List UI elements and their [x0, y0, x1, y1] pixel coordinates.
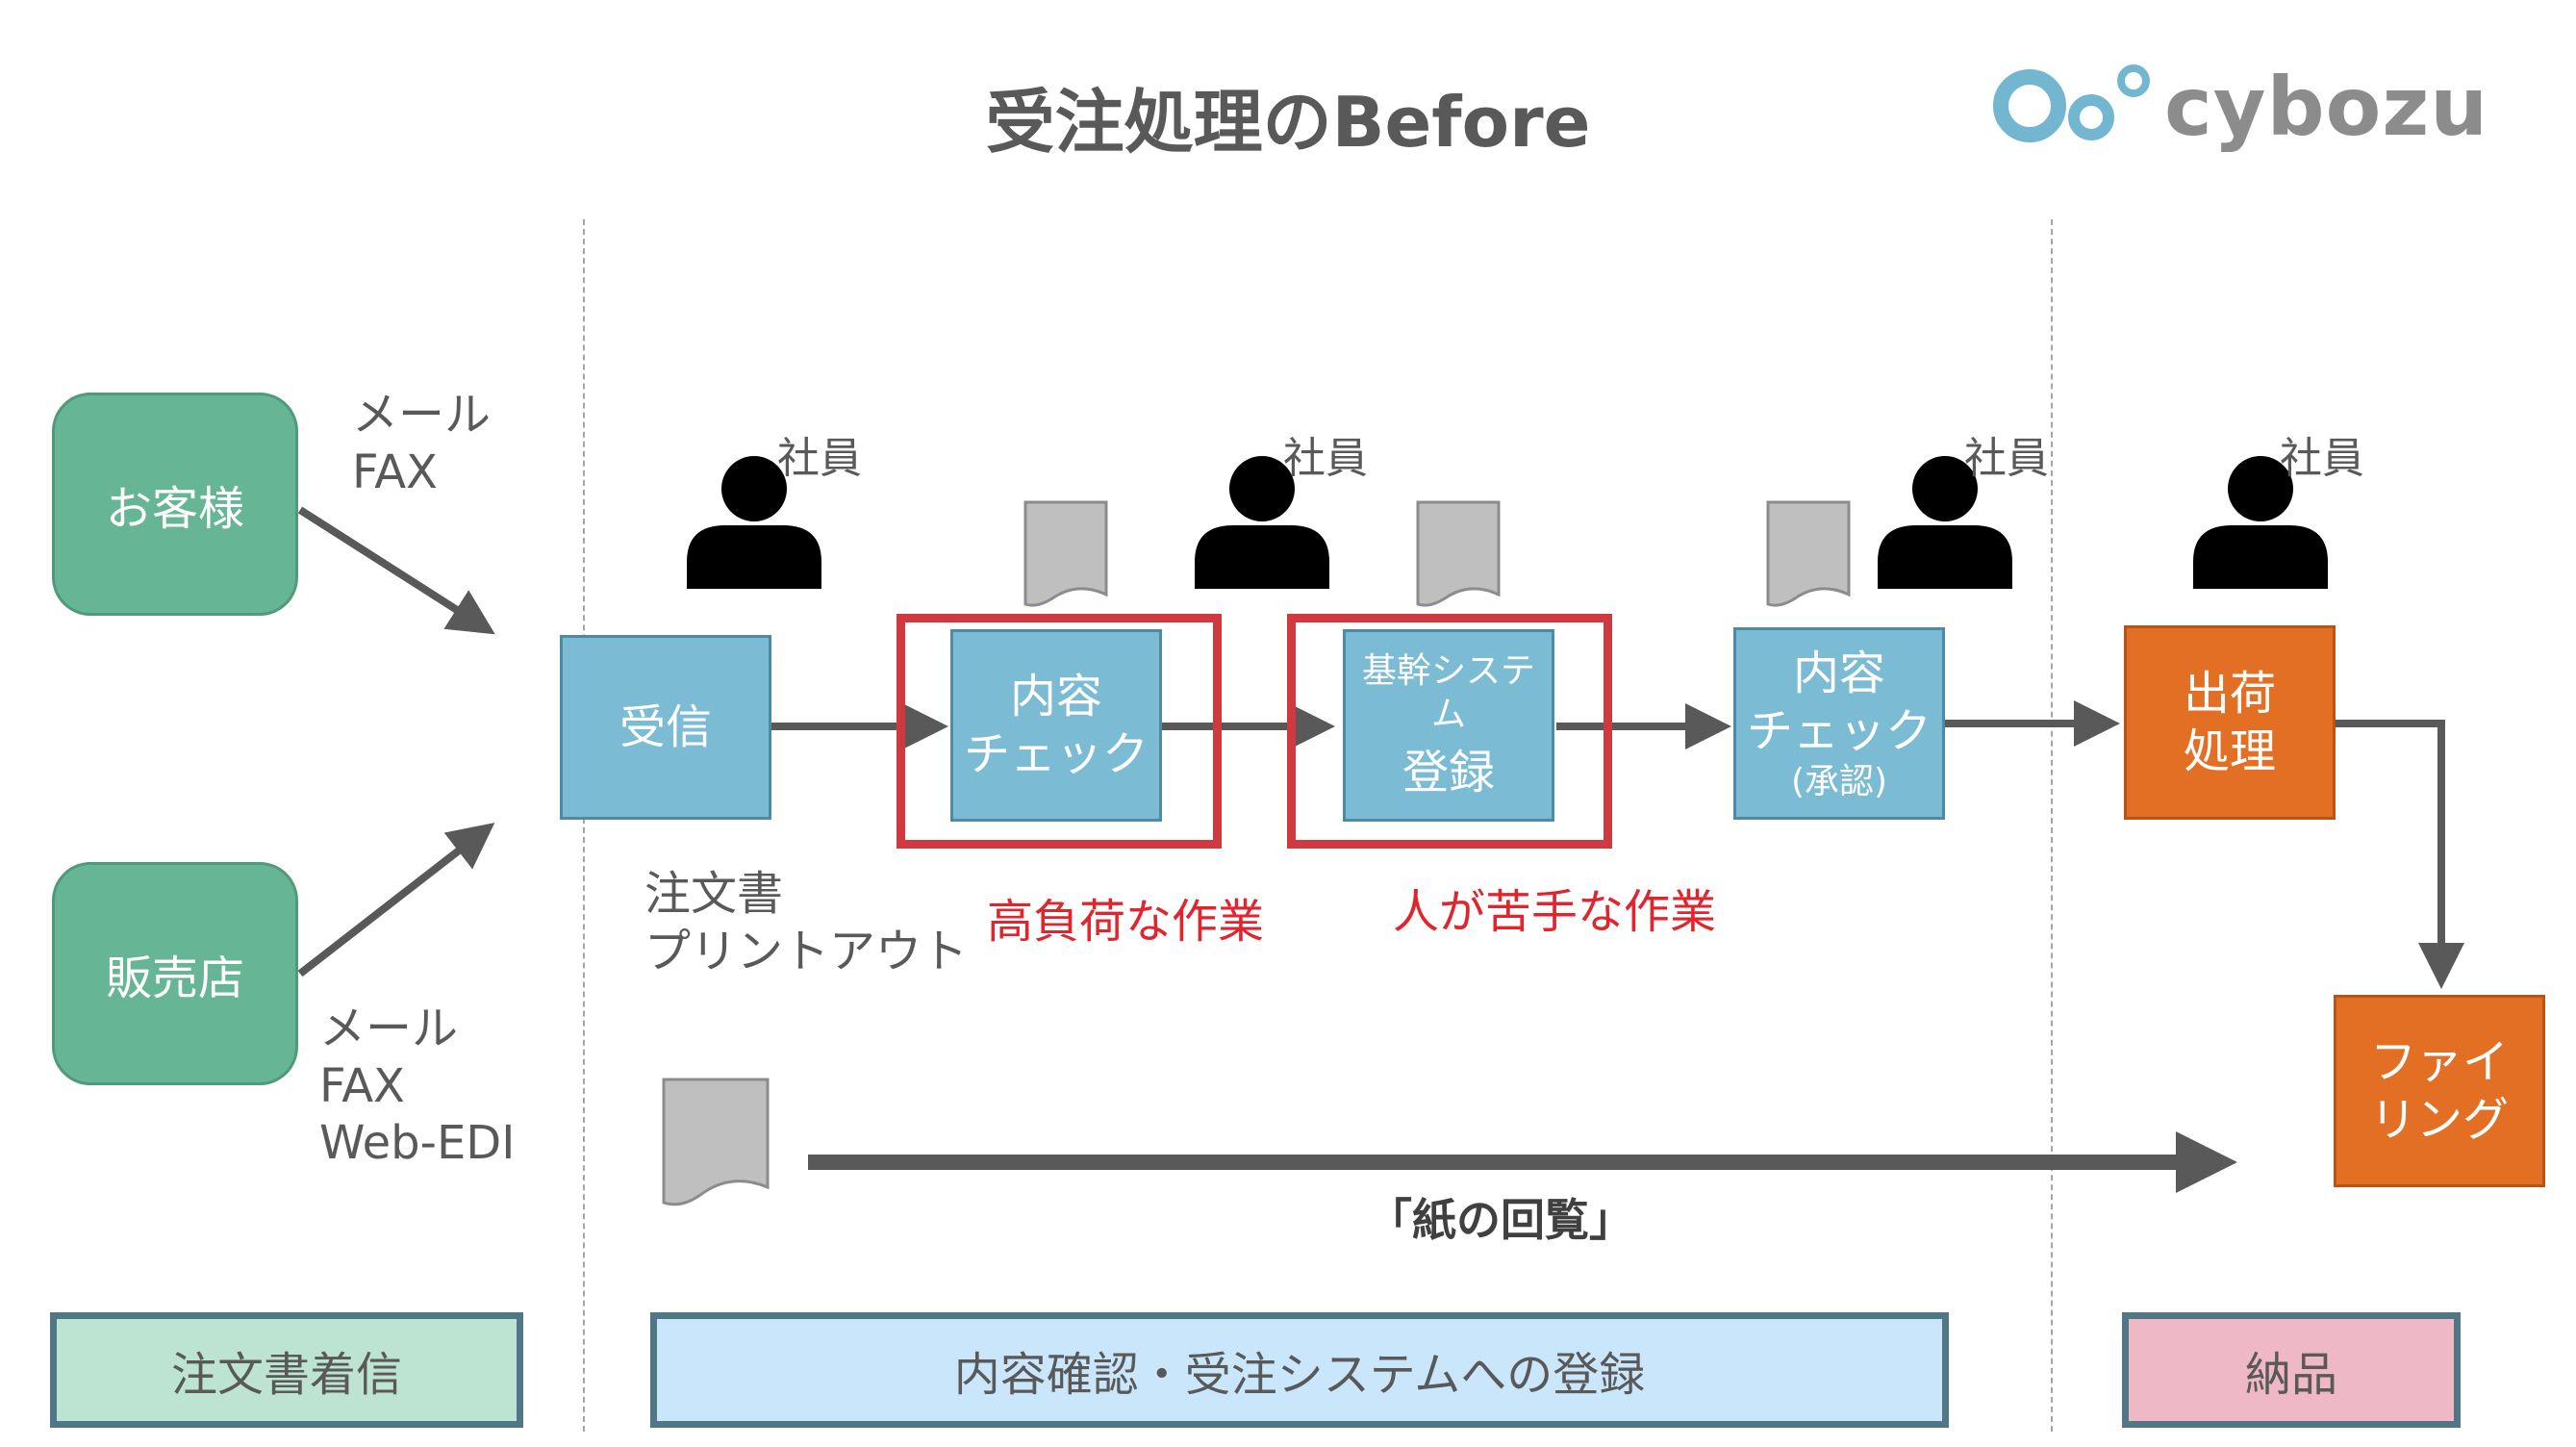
logo-circles-icon: [1993, 64, 2150, 142]
step-core-system-register: 基幹システム 登録: [1343, 629, 1554, 822]
phase-divider-1: [583, 219, 585, 1432]
document-icon: [1416, 500, 1501, 607]
logo-text: cybozu: [2164, 60, 2489, 154]
staff-label-4: 社員: [2280, 434, 2364, 483]
page-title: 受注処理のBefore: [985, 82, 1591, 163]
step-content-check-approval: 内容 チェック (承認): [1733, 627, 1945, 820]
staff-label-3: 社員: [1964, 434, 2049, 483]
cybozu-logo: cybozu: [1991, 60, 2491, 165]
document-icon: [1023, 500, 1108, 607]
person-icon: [2193, 456, 2328, 589]
person-icon: [687, 456, 821, 589]
paper-circulation-label: 「紙の回覧」: [1368, 1194, 1633, 1246]
arrow-ship-to-filing: [2336, 720, 2464, 989]
hard-for-humans-label: 人が苦手な作業: [1393, 885, 1717, 939]
highlight-frame-check1: [897, 614, 1222, 849]
receive-note: 注文書 プリントアウト: [644, 867, 969, 978]
person-icon: [1195, 456, 1329, 589]
high-load-task-label: 高負荷な作業: [987, 895, 1265, 949]
person-icon: [1878, 456, 2012, 589]
register-label: 登録: [1402, 746, 1495, 800]
phase-divider-2: [2051, 219, 2053, 1432]
check2-sublabel: (承認): [1790, 761, 1888, 801]
highlight-frame-register: [1287, 614, 1612, 849]
register-sublabel: 基幹システム: [1361, 651, 1535, 734]
arrow-dealer-to-receive: [297, 823, 495, 977]
phase-check-and-register: 内容確認・受注システムへの登録: [650, 1312, 1949, 1428]
phase-delivery: 納品: [2122, 1312, 2461, 1428]
check2-label: 内容 チェック: [1746, 646, 1932, 758]
dealer-channel-label: メール FAX Web-EDI: [319, 1002, 516, 1171]
staff-label-2: 社員: [1283, 434, 1368, 483]
document-icon: [1766, 500, 1851, 607]
customer-channel-label: メール FAX: [352, 388, 492, 499]
step-filing: ファイ リング: [2334, 995, 2545, 1187]
document-icon: [662, 1078, 770, 1206]
staff-label-1: 社員: [777, 434, 862, 483]
arrow-customer-to-receive: [297, 506, 495, 635]
step-receive: 受信: [560, 635, 771, 820]
step-content-check: 内容 チェック: [950, 629, 1162, 822]
source-dealer: 販売店: [52, 862, 298, 1085]
phase-order-receipt: 注文書着信: [50, 1312, 523, 1428]
step-shipping: 出荷 処理: [2124, 625, 2336, 820]
source-customer: お客様: [52, 393, 298, 616]
